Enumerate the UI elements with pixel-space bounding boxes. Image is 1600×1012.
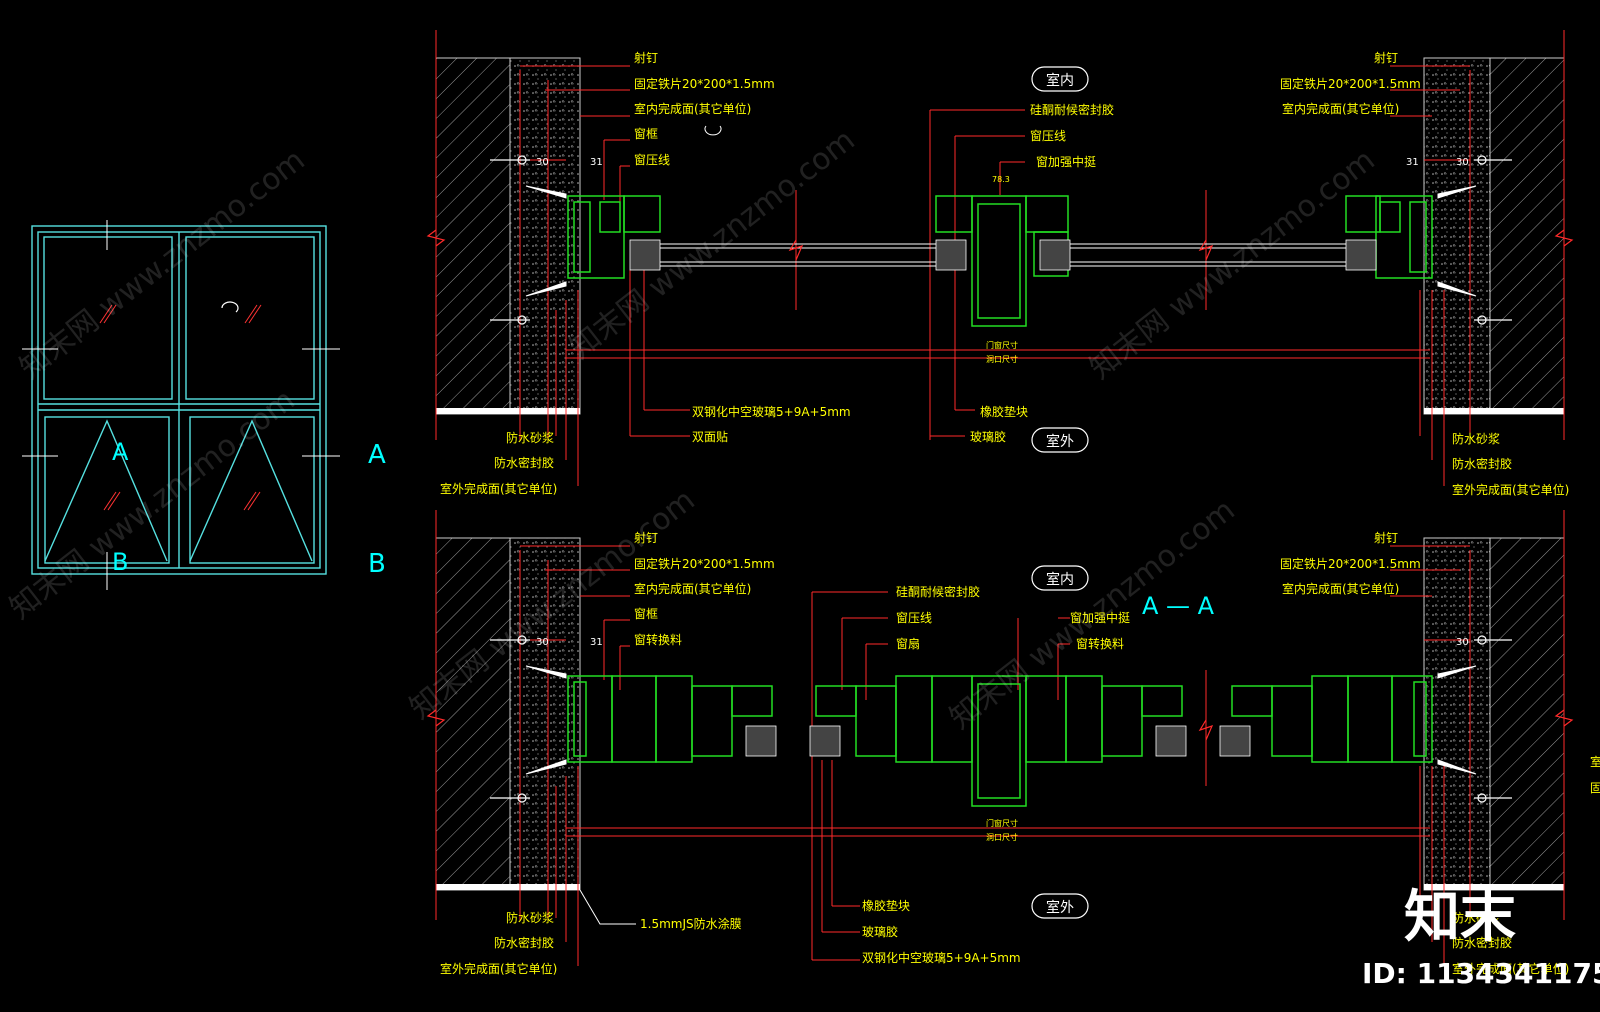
bottom-label-adapter: 窗转换料 <box>634 632 682 647</box>
top-label-nail: 射钉 <box>634 50 658 65</box>
window-elevation <box>22 220 340 590</box>
top-label-frame: 窗框 <box>634 127 658 141</box>
top-right-label-nail: 射钉 <box>1374 50 1398 65</box>
top-bl-mortar: 防水砂浆 <box>506 430 554 445</box>
bottom-dim-31-left: 31 <box>590 637 603 648</box>
edge-label-2: 固 <box>1590 781 1600 795</box>
top-center-mullion: 窗加强中挺 <box>1036 154 1096 169</box>
bottom-right-label-plate: 固定铁片20*200*1.5mm <box>1280 556 1421 571</box>
bottom-section-drawing <box>426 510 1574 966</box>
top-bl-outdoor-finish: 室外完成面(其它单位) <box>440 481 557 496</box>
bottom-bl-sealant: 防水密封胶 <box>494 935 554 950</box>
top-right-label-plate: 固定铁片20*200*1.5mm <box>1280 76 1421 91</box>
top-dim-31-left: 31 <box>590 157 603 168</box>
top-indoor-tag: 室内 <box>1046 72 1074 89</box>
top-center-bead: 窗压线 <box>1030 129 1066 143</box>
bottom-labels-left: 射钉 固定铁片20*200*1.5mm 室内完成面(其它单位) 窗框 窗转换料 <box>634 530 775 647</box>
bottom-labels-bottom-left: 防水砂浆 防水密封胶 室外完成面(其它单位) <box>440 910 557 976</box>
bottom-br-outdoor-finish: 室外完成面(其它单位) <box>1452 961 1569 976</box>
bottom-labels-bottom-right: 防水砂浆 防水密封胶 室外完成面(其它单位) <box>1452 910 1569 976</box>
bottom-center-sealant: 硅酮耐候密封胶 <box>896 584 980 599</box>
bottom-center-adapter: 窗转换料 <box>1076 636 1124 651</box>
bottom-dim-30-left: 30 <box>536 637 549 648</box>
bottom-labels-right: 射钉 固定铁片20*200*1.5mm 室内完成面(其它单位) <box>1280 530 1421 596</box>
top-dim-783: 78.3 <box>992 175 1010 184</box>
top-labels-bottom-right: 防水砂浆 防水密封胶 室外完成面(其它单位) <box>1452 431 1569 497</box>
bottom-label-frame: 窗框 <box>634 607 658 621</box>
bottom-br-sealant: 防水密封胶 <box>1452 935 1512 950</box>
bottom-right-label-nail: 射钉 <box>1374 530 1398 545</box>
top-labels-center: 硅酮耐候密封胶 窗压线 窗加强中挺 <box>1030 102 1114 169</box>
top-rubber-label: 橡胶垫块 <box>980 404 1028 419</box>
top-labels-bottom-left: 防水砂浆 防水密封胶 室外完成面(其它单位) <box>440 430 557 496</box>
bottom-membrane-label: 1.5mmJS防水涂膜 <box>640 916 742 931</box>
top-label-plate: 固定铁片20*200*1.5mm <box>634 76 775 91</box>
bottom-dim-30-right: 30 <box>1456 637 1469 648</box>
top-door-size: 门窗尺寸 <box>986 340 1018 350</box>
bottom-glass-label: 双钢化中空玻璃5+9A+5mm <box>862 950 1021 965</box>
watermark-4: 知末网 www.znzmo.com <box>3 383 301 627</box>
top-right-label-indoor-finish: 室内完成面(其它单位) <box>1282 101 1399 116</box>
top-br-outdoor-finish: 室外完成面(其它单位) <box>1452 482 1569 497</box>
top-glue-label: 玻璃胶 <box>970 429 1006 444</box>
watermark-1: 知末网 www.znzmo.com <box>13 143 311 387</box>
bottom-center-mullion: 窗加强中挺 <box>1070 610 1130 625</box>
bottom-bl-outdoor-finish: 室外完成面(其它单位) <box>440 961 557 976</box>
bottom-hole-size: 洞口尺寸 <box>986 832 1018 842</box>
top-dim-30-left: 30 <box>536 157 549 168</box>
bottom-door-size: 门窗尺寸 <box>986 818 1018 828</box>
top-dim-31-right: 31 <box>1406 157 1419 168</box>
top-label-bead: 窗压线 <box>634 153 670 167</box>
bottom-glue-label: 玻璃胶 <box>862 924 898 939</box>
bottom-labels-center: 硅酮耐候密封胶 窗压线 窗扇 窗加强中挺 窗转换料 <box>896 584 1130 651</box>
top-glass-label: 双钢化中空玻璃5+9A+5mm <box>692 404 851 419</box>
section-label-b: B <box>368 549 386 579</box>
bottom-right-label-indoor-finish: 室内完成面(其它单位) <box>1282 581 1399 596</box>
brand-logo: 知末 <box>1404 885 1516 950</box>
plan-mark-a: A <box>112 438 129 466</box>
section-label-a: A <box>368 440 386 470</box>
bottom-indoor-tag: 室内 <box>1046 571 1074 588</box>
top-outdoor-tag: 室外 <box>1046 433 1074 450</box>
top-dim-30-right: 30 <box>1456 157 1469 168</box>
edge-label-1: 室 <box>1590 754 1600 769</box>
top-tape-label: 双面贴 <box>692 430 728 444</box>
bottom-label-plate: 固定铁片20*200*1.5mm <box>634 556 775 571</box>
bottom-outdoor-tag: 室外 <box>1046 899 1074 916</box>
bottom-rubber-label: 橡胶垫块 <box>862 898 910 913</box>
bottom-br-mortar: 防水砂浆 <box>1452 910 1500 925</box>
bottom-center-bead: 窗压线 <box>896 611 932 625</box>
top-labels-right: 射钉 固定铁片20*200*1.5mm 室内完成面(其它单位) <box>1280 50 1421 116</box>
top-br-sealant: 防水密封胶 <box>1452 456 1512 471</box>
bottom-label-indoor-finish: 室内完成面(其它单位) <box>634 581 751 596</box>
bottom-bl-mortar: 防水砂浆 <box>506 910 554 925</box>
top-bl-sealant: 防水密封胶 <box>494 455 554 470</box>
top-section-drawing <box>426 30 1574 486</box>
top-hole-size: 洞口尺寸 <box>986 354 1018 364</box>
bottom-label-nail: 射钉 <box>634 530 658 545</box>
bottom-center-sash: 窗扇 <box>896 636 920 651</box>
top-br-mortar: 防水砂浆 <box>1452 431 1500 446</box>
top-labels-left: 射钉 固定铁片20*200*1.5mm 室内完成面(其它单位) 窗框 窗压线 <box>634 50 775 167</box>
section-title: A — A <box>1142 592 1215 620</box>
id-label: ID: 1134341175 <box>1362 957 1600 990</box>
top-label-indoor-finish: 室内完成面(其它单位) <box>634 101 751 116</box>
plan-mark-b: B <box>112 548 128 576</box>
top-center-sealant: 硅酮耐候密封胶 <box>1030 102 1114 117</box>
